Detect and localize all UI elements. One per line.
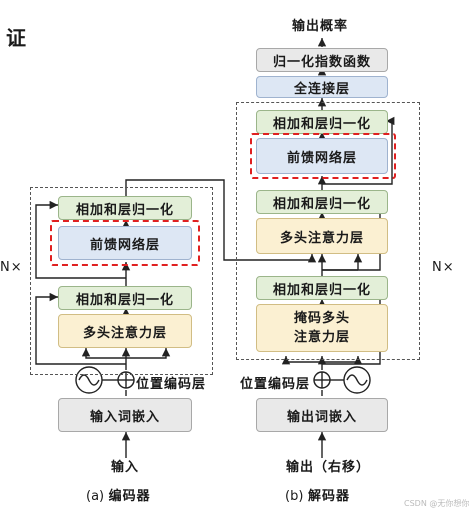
decoder-repeat-label: N×: [432, 260, 455, 275]
encoder-caption-tag: (a): [86, 489, 105, 504]
decoder-input-label: 输出（右移）: [286, 460, 371, 475]
decoder-norm-3: 相加和层归一化: [256, 110, 388, 134]
encoder-stack-border: [30, 187, 213, 375]
decoder-masked-attention: 掩码多头注意力层: [256, 304, 388, 352]
encoder-caption: (a) 编码器: [86, 485, 151, 504]
encoder-repeat-label: N×: [0, 260, 23, 275]
encoder-ffn: 前馈网络层: [58, 226, 192, 260]
decoder-cross-attention: 多头注意力层: [256, 218, 388, 254]
decoder-caption: (b) 解码器: [285, 485, 350, 504]
decoder-embedding: 输出词嵌入: [256, 398, 388, 432]
decoder-caption-text: 解码器: [307, 489, 350, 504]
encoder-position-label: 位置编码层: [136, 377, 207, 392]
decoder-ffn: 前馈网络层: [256, 138, 388, 174]
encoder-attention: 多头注意力层: [58, 314, 192, 348]
encoder-input-label: 输入: [111, 460, 140, 475]
decoder-norm-1: 相加和层归一化: [256, 276, 388, 300]
decoder-stack-border: [236, 102, 420, 360]
encoder-norm-2: 相加和层归一化: [58, 196, 192, 220]
encoder-embedding: 输入词嵌入: [58, 398, 192, 432]
decoder-norm-2: 相加和层归一化: [256, 190, 388, 214]
decoder-softmax: 归一化指数函数: [256, 48, 388, 72]
decoder-caption-tag: (b): [285, 489, 304, 504]
decoder-position-label: 位置编码层: [240, 377, 311, 392]
encoder-norm-1: 相加和层归一化: [58, 286, 192, 310]
watermark: CSDN @无你想你: [404, 499, 470, 508]
encoder-caption-text: 编码器: [108, 489, 151, 504]
encoder-ffn-highlight: [50, 220, 200, 266]
decoder-ffn-highlight: [250, 133, 396, 179]
decoder-linear: 全连接层: [256, 76, 388, 98]
corner-text: 证: [6, 26, 27, 50]
decoder-output-label: 输出概率: [292, 19, 349, 34]
